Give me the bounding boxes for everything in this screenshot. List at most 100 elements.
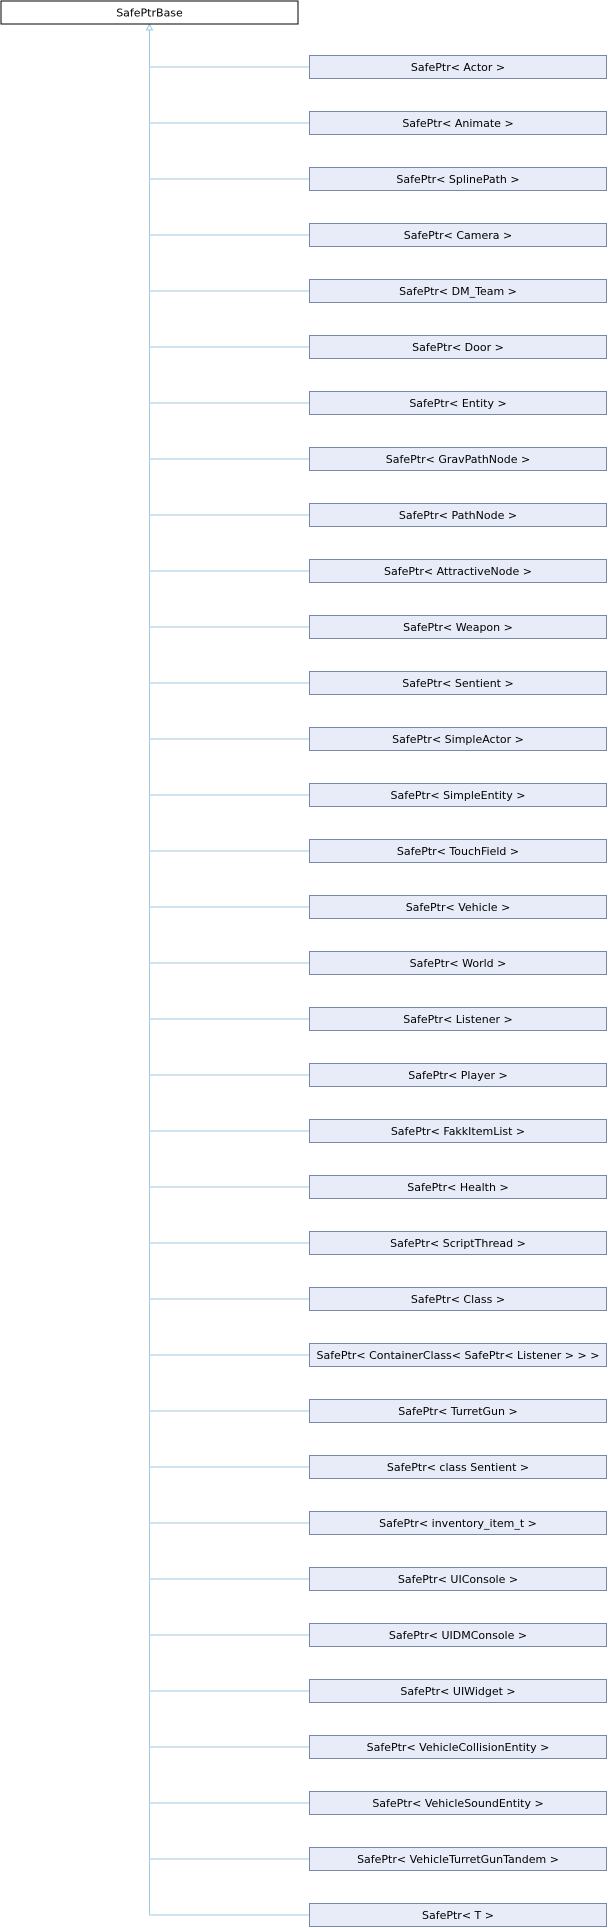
derived-class-label: SafePtr< VehicleCollisionEntity >: [367, 1741, 550, 1754]
derived-class-node[interactable]: SafePtr< T >: [309, 1903, 607, 1927]
derived-class-label: SafePtr< SplinePath >: [396, 173, 519, 186]
base-class-node[interactable]: SafePtrBase: [0, 0, 299, 25]
inheritance-edges: [145, 23, 309, 1916]
derived-class-node[interactable]: SafePtr< Class >: [309, 1287, 607, 1311]
derived-class-label: SafePtr< T >: [422, 1909, 494, 1922]
derived-class-node[interactable]: SafePtr< PathNode >: [309, 503, 607, 527]
derived-class-label: SafePtr< Class >: [411, 1293, 505, 1306]
derived-class-node[interactable]: SafePtr< VehicleTurretGunTandem >: [309, 1847, 607, 1871]
base-class-label: SafePtrBase: [116, 7, 183, 20]
derived-class-box: [309, 559, 607, 583]
derived-class-label: SafePtr< VehicleSoundEntity >: [372, 1797, 543, 1810]
derived-class-box: [309, 839, 607, 863]
derived-class-box: [309, 55, 607, 79]
inheritance-arrowhead: [145, 23, 154, 31]
derived-class-node[interactable]: SafePtr< Sentient >: [309, 671, 607, 695]
derived-class-label: SafePtr< Listener >: [403, 1013, 513, 1026]
derived-class-node[interactable]: SafePtr< GravPathNode >: [309, 447, 607, 471]
derived-class-box: [309, 279, 607, 303]
derived-class-label: SafePtr< SimpleEntity >: [391, 789, 526, 802]
derived-class-node[interactable]: SafePtr< Camera >: [309, 223, 607, 247]
derived-class-box: [309, 783, 607, 807]
derived-class-label: SafePtr< UIWidget >: [400, 1685, 515, 1698]
derived-class-box: [309, 1007, 607, 1031]
derived-class-node[interactable]: SafePtr< SimpleEntity >: [309, 783, 607, 807]
derived-class-label: SafePtr< UIConsole >: [398, 1573, 518, 1586]
derived-class-box: [309, 951, 607, 975]
derived-class-box: [309, 615, 607, 639]
derived-class-box: [309, 335, 607, 359]
derived-class-label: SafePtr< class Sentient >: [387, 1461, 529, 1474]
derived-class-label: SafePtr< Camera >: [404, 229, 512, 242]
derived-class-node[interactable]: SafePtr< ScriptThread >: [309, 1231, 607, 1255]
derived-class-box: [309, 1455, 607, 1479]
derived-class-node[interactable]: SafePtr< TouchField >: [309, 839, 607, 863]
derived-class-node[interactable]: SafePtr< Animate >: [309, 111, 607, 135]
derived-class-nodes: SafePtr< Actor > SafePtr< Animate > SafePt…: [309, 55, 607, 1927]
derived-class-label: SafePtr< VehicleTurretGunTandem >: [357, 1853, 559, 1866]
derived-class-label: SafePtr< inventory_item_t >: [379, 1517, 537, 1530]
derived-class-box: [309, 1399, 607, 1423]
derived-class-node[interactable]: SafePtr< Listener >: [309, 1007, 607, 1031]
derived-class-node[interactable]: SafePtr< Weapon >: [309, 615, 607, 639]
derived-class-node[interactable]: SafePtr< Player >: [309, 1063, 607, 1087]
derived-class-box: [309, 1119, 607, 1143]
derived-class-box: [309, 167, 607, 191]
derived-class-box: [309, 895, 607, 919]
derived-class-node[interactable]: SafePtr< VehicleCollisionEntity >: [309, 1735, 607, 1759]
derived-class-box: [309, 1511, 607, 1535]
derived-class-node[interactable]: SafePtr< TurretGun >: [309, 1399, 607, 1423]
derived-class-node[interactable]: SafePtr< VehicleSoundEntity >: [309, 1791, 607, 1815]
derived-class-label: SafePtr< TurretGun >: [398, 1405, 517, 1418]
derived-class-node[interactable]: SafePtr< FakkItemList >: [309, 1119, 607, 1143]
derived-class-label: SafePtr< Health >: [407, 1181, 508, 1194]
derived-class-box: [309, 1231, 607, 1255]
derived-class-box: [309, 223, 607, 247]
derived-class-label: SafePtr< Weapon >: [403, 621, 513, 634]
derived-class-label: SafePtr< World >: [410, 957, 507, 970]
derived-class-node[interactable]: SafePtr< inventory_item_t >: [309, 1511, 607, 1535]
derived-class-label: SafePtr< Animate >: [402, 117, 513, 130]
derived-class-node[interactable]: SafePtr< UIDMConsole >: [309, 1623, 607, 1647]
derived-class-label: SafePtr< Door >: [412, 341, 504, 354]
derived-class-label: SafePtr< SimpleActor >: [392, 733, 524, 746]
derived-class-box: [309, 1847, 607, 1871]
derived-class-box: [309, 1343, 607, 1367]
derived-class-box: [309, 1791, 607, 1815]
derived-class-node[interactable]: SafePtr< ContainerClass< SafePtr< Listen…: [309, 1343, 607, 1367]
derived-class-label: SafePtr< FakkItemList >: [391, 1125, 525, 1138]
derived-class-box: [309, 1567, 607, 1591]
derived-class-node[interactable]: SafePtr< Actor >: [309, 55, 607, 79]
derived-class-label: SafePtr< DM_Team >: [399, 285, 517, 298]
derived-class-box: [309, 1175, 607, 1199]
derived-class-node[interactable]: SafePtr< UIWidget >: [309, 1679, 607, 1703]
derived-class-box: [309, 727, 607, 751]
derived-class-box: [309, 1679, 607, 1703]
derived-class-box: [309, 111, 607, 135]
derived-class-label: SafePtr< ContainerClass< SafePtr< Listen…: [317, 1349, 600, 1362]
derived-class-node[interactable]: SafePtr< World >: [309, 951, 607, 975]
derived-class-label: SafePtr< ScriptThread >: [390, 1237, 526, 1250]
derived-class-label: SafePtr< AttractiveNode >: [384, 565, 532, 578]
derived-class-box: [309, 447, 607, 471]
derived-class-box: [309, 1735, 607, 1759]
derived-class-node[interactable]: SafePtr< class Sentient >: [309, 1455, 607, 1479]
derived-class-node[interactable]: SafePtr< AttractiveNode >: [309, 559, 607, 583]
derived-class-label: SafePtr< PathNode >: [399, 509, 517, 522]
derived-class-box: [309, 671, 607, 695]
derived-class-box: [309, 503, 607, 527]
derived-class-label: SafePtr< Entity >: [409, 397, 506, 410]
derived-class-label: SafePtr< Vehicle >: [406, 901, 511, 914]
derived-class-node[interactable]: SafePtr< Entity >: [309, 391, 607, 415]
derived-class-node[interactable]: SafePtr< SimpleActor >: [309, 727, 607, 751]
derived-class-label: SafePtr< GravPathNode >: [386, 453, 530, 466]
derived-class-node[interactable]: SafePtr< SplinePath >: [309, 167, 607, 191]
derived-class-node[interactable]: SafePtr< UIConsole >: [309, 1567, 607, 1591]
derived-class-node[interactable]: SafePtr< Door >: [309, 335, 607, 359]
derived-class-box: [309, 1287, 607, 1311]
derived-class-node[interactable]: SafePtr< Vehicle >: [309, 895, 607, 919]
derived-class-node[interactable]: SafePtr< DM_Team >: [309, 279, 607, 303]
derived-class-box: [309, 391, 607, 415]
derived-class-node[interactable]: SafePtr< Health >: [309, 1175, 607, 1199]
